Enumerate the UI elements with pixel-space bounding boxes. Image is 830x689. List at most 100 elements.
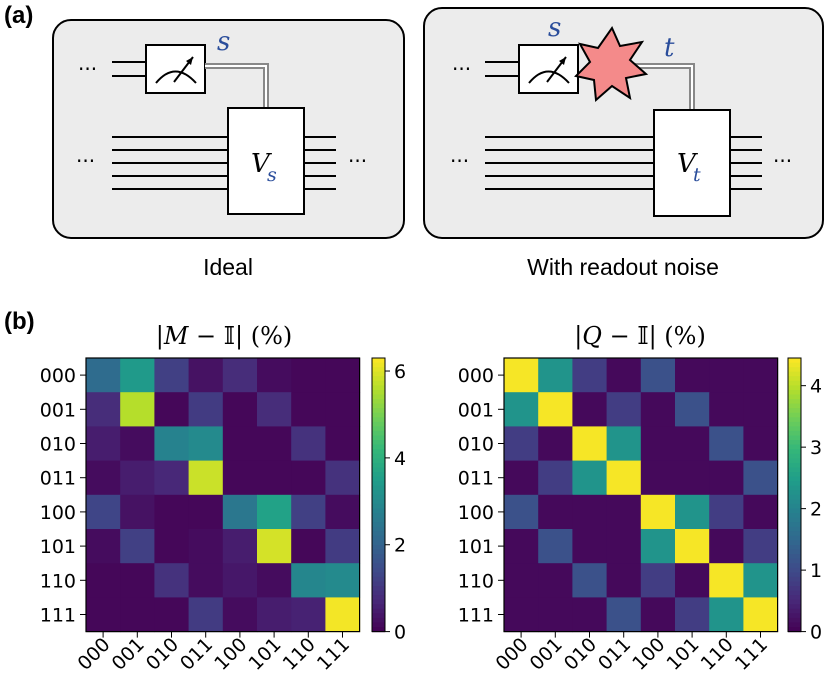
m-heatmap-colorbar-segment-53 [372, 599, 385, 605]
q-heatmap-colorbar-segment-33 [788, 508, 801, 514]
m-heatmap-colorbar-segment-23 [372, 462, 385, 469]
q-heatmap-colorbar-segment-28 [788, 485, 801, 491]
q-heatmap-cell-r0-c4 [640, 358, 676, 393]
q-heatmap-cell-r4-c7 [743, 494, 779, 530]
q-heatmap-ytick-label-4: 100 [458, 502, 494, 524]
panel-b-label: (b) [4, 308, 35, 335]
q-heatmap-cell-r7-c1 [538, 597, 573, 633]
m-heatmap-ytick-label-3: 011 [40, 468, 76, 490]
q-heatmap-colorbar-segment-42 [788, 549, 801, 555]
m-heatmap-cell-r4-c1 [120, 494, 155, 530]
m-heatmap-cell-r5-c7 [325, 529, 361, 564]
m-heatmap-colorbar-segment-14 [372, 421, 385, 427]
m-heatmap-cell-r3-c1 [120, 460, 155, 496]
q-heatmap-colorbar-segment-27 [788, 481, 801, 487]
m-heatmap-cell-r6-c4 [222, 563, 258, 598]
m-heatmap-cell-r2-c3 [188, 426, 224, 462]
m-heatmap-colorbar-segment-7 [372, 389, 385, 396]
q-heatmap-colorbar-segment-37 [788, 526, 801, 532]
m-heatmap-cell-r3-c4 [222, 460, 258, 496]
q-heatmap-ytick-label-2: 010 [458, 434, 494, 456]
q-heatmap-cell-r1-c4 [640, 392, 676, 427]
q-heatmap-cell-r2-c2 [572, 426, 608, 462]
m-heatmap-colorbar-segment-10 [372, 403, 385, 409]
m-heatmap-colorbar-segment-56 [372, 613, 385, 619]
m-heatmap-cell-r5-c6 [291, 529, 326, 564]
m-heatmap-colorbar-segment-29 [372, 490, 385, 496]
q-heatmap-cell-r1-c5 [675, 392, 710, 427]
m-heatmap-cell-r5-c3 [188, 529, 224, 564]
m-heatmap-cell-r4-c5 [257, 494, 292, 530]
q-heatmap-colorbar-segment-9 [788, 399, 801, 405]
m-heatmap-cell-r1-c3 [188, 392, 224, 427]
m-heatmap-cell-r3-c7 [325, 460, 361, 496]
q-heatmap-colorbar-segment-45 [788, 563, 801, 569]
m-heatmap-cell-r2-c4 [222, 426, 258, 462]
m-heatmap-colorbar-segment-54 [372, 604, 385, 610]
q-heatmap-cell-r7-c3 [606, 597, 642, 633]
m-heatmap-colorbar-segment-40 [372, 540, 385, 546]
noisy-circuit: ··· s t ··· ··· V t [423, 7, 824, 239]
m-heatmap-colorbar-segment-6 [372, 385, 385, 391]
m-heatmap-cell-r6-c1 [120, 563, 155, 598]
m-heatmap-xtick-label-1: 001 [108, 634, 149, 675]
m-heatmap-xtick-label-3: 011 [176, 634, 217, 675]
q-heatmap-colorbar-segment-31 [788, 499, 801, 505]
q-heatmap-colorbar-segment-5 [788, 380, 801, 386]
gate-vs-symbol: V [251, 149, 272, 179]
noisy-meter-arrowhead-icon [559, 57, 566, 65]
m-heatmap-cell-r6-c3 [188, 563, 224, 598]
q-heatmap-colorbar-segment-51 [788, 590, 801, 596]
q-heatmap-colorbar-tick-label-1: 1 [810, 560, 822, 582]
q-heatmap-colorbar-segment-26 [788, 476, 801, 482]
q-heatmap-cell-r2-c0 [504, 426, 539, 462]
q-heatmap-frame [503, 357, 779, 633]
m-heatmap-cell-r3-c2 [154, 460, 190, 496]
outcome-s-label: s [217, 27, 230, 57]
q-heatmap-colorbar-segment-35 [788, 517, 801, 523]
q-heatmap-cell-r0-c5 [675, 358, 710, 393]
q-heatmap-colorbar-segment-46 [788, 567, 801, 573]
q-heatmap-colorbar-segment-29 [788, 490, 801, 496]
m-heatmap-cell-r4-c7 [325, 494, 361, 530]
m-heatmap-cell-r0-c0 [86, 358, 121, 393]
q-heatmap-xtick-label-1: 001 [526, 634, 567, 675]
ellipsis-measured: ··· [78, 57, 97, 81]
m-heatmap-colorbar-segment-31 [372, 499, 385, 505]
q-heatmap-cell-r5-c2 [572, 529, 608, 564]
q-heatmap-cell-r2-c1 [538, 426, 573, 462]
gate-vt-box [653, 109, 731, 217]
m-heatmap-colorbar-segment-8 [372, 394, 385, 400]
q-heatmap-colorbar-tick-label-3: 3 [810, 437, 822, 459]
q-heatmap-colorbar-segment-49 [788, 581, 801, 587]
m-heatmap-cell-r0-c3 [188, 358, 224, 393]
m-heatmap-cell-r5-c0 [86, 529, 121, 564]
q-heatmap-colorbar-segment-17 [788, 435, 801, 441]
q-heatmap-colorbar-segment-21 [788, 453, 801, 459]
m-heatmap-colorbar-segment-43 [372, 554, 385, 560]
q-heatmap-colorbar-tick-label-4: 4 [810, 376, 822, 398]
m-heatmap-ytick-label-7: 111 [40, 605, 76, 627]
noisy-ellipsis-data-out: ··· [773, 149, 792, 173]
q-heatmap-ytick-label-0: 000 [458, 365, 494, 387]
m-heatmap-colorbar-segment-30 [372, 494, 385, 500]
m-heatmap-colorbar-segment-47 [372, 572, 385, 578]
q-heatmap-colorbar-segment-15 [788, 426, 801, 432]
noisy-meter-box [518, 44, 579, 94]
q-heatmap-cell-r1-c6 [709, 392, 744, 427]
q-heatmap-cell-r1-c3 [606, 392, 642, 427]
q-heatmap-colorbar-segment-16 [788, 430, 801, 437]
m-heatmap-colorbar-segment-3 [372, 371, 385, 377]
noisy-meter-dial-icon [528, 70, 570, 84]
m-heatmap-colorbar-segment-48 [372, 576, 385, 583]
q-heatmap-colorbar-segment-0 [788, 358, 801, 364]
q-heatmap-cell-r5-c0 [504, 529, 539, 564]
m-heatmap-colorbar-segment-33 [372, 508, 385, 514]
q-heatmap-colorbar-segment-4 [788, 376, 801, 382]
q-heatmap-colorbar-segment-12 [788, 412, 801, 418]
q-heatmap-colorbar-segment-30 [788, 494, 801, 500]
q-heatmap-xtick-label-3: 011 [594, 634, 635, 675]
m-heatmap-colorbar-segment-18 [372, 440, 385, 446]
q-heatmap-colorbar-segment-13 [788, 417, 801, 423]
m-heatmap-cell-r7-c0 [86, 597, 121, 633]
